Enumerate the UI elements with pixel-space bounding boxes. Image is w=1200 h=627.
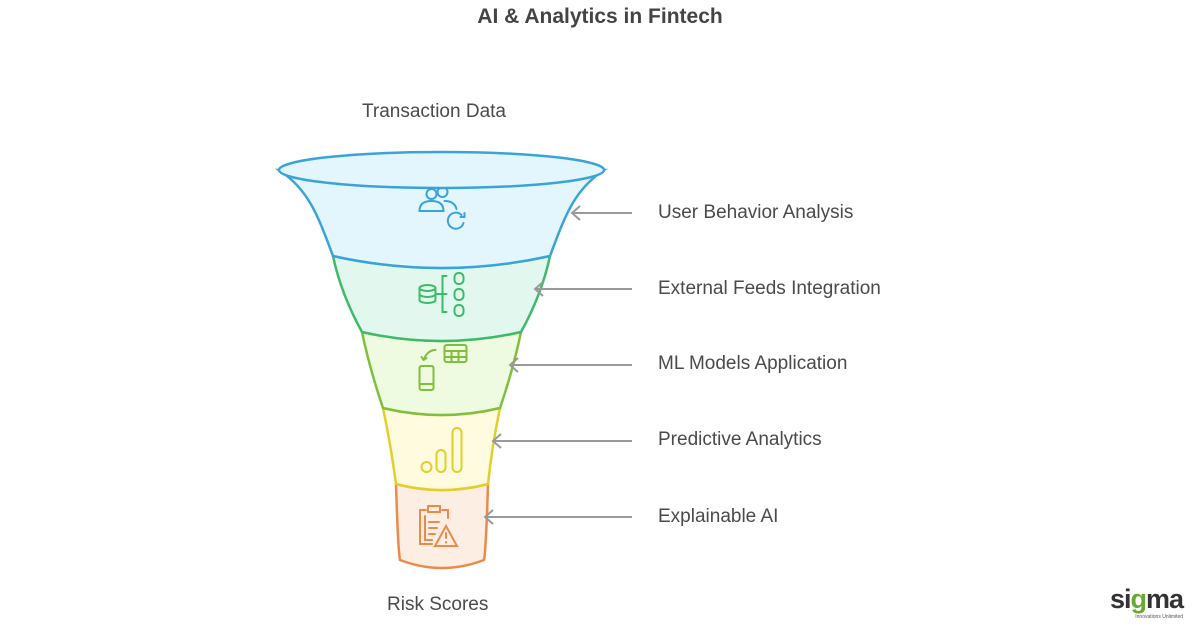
stage-label: Explainable AI (658, 506, 779, 527)
funnel-band (360, 330, 523, 417)
bottom-label: Risk Scores (387, 594, 489, 615)
arrow-icon (491, 433, 632, 449)
funnel-band (381, 406, 502, 492)
arrow-icon (570, 205, 632, 221)
top-label: Transaction Data (362, 101, 506, 122)
sigma-logo: sigma Innovations Unlimited (1110, 584, 1184, 621)
stage-label: ML Models Application (658, 353, 848, 374)
database-tree-icon (418, 272, 465, 317)
clipboard-warning-icon (419, 505, 459, 547)
stage-label: External Feeds Integration (658, 278, 881, 299)
arrow-icon (508, 357, 632, 373)
stage-label: Predictive Analytics (658, 429, 822, 450)
logo-text-a: si (1110, 584, 1132, 614)
funnel-band (274, 168, 609, 270)
funnel-band (394, 482, 490, 570)
arrow-icon (483, 509, 632, 525)
logo-wordmark: sigma (1110, 584, 1184, 614)
funnel-stage (331, 254, 552, 343)
diagram-title: AI & Analytics in Fintech (477, 5, 723, 28)
stage-label: User Behavior Analysis (658, 202, 854, 223)
funnel-stage (360, 330, 523, 417)
funnel-stage (394, 482, 490, 570)
funnel-stage (381, 406, 502, 492)
arrow-icon (533, 281, 632, 297)
logo-tagline: Innovations Unlimited (1135, 614, 1184, 620)
device-table-sync-icon (418, 344, 468, 391)
bar-chart-icon (420, 427, 463, 473)
logo-text-b: ma (1146, 584, 1184, 614)
funnel-opening (277, 150, 606, 190)
logo-text-g: g (1130, 584, 1147, 614)
